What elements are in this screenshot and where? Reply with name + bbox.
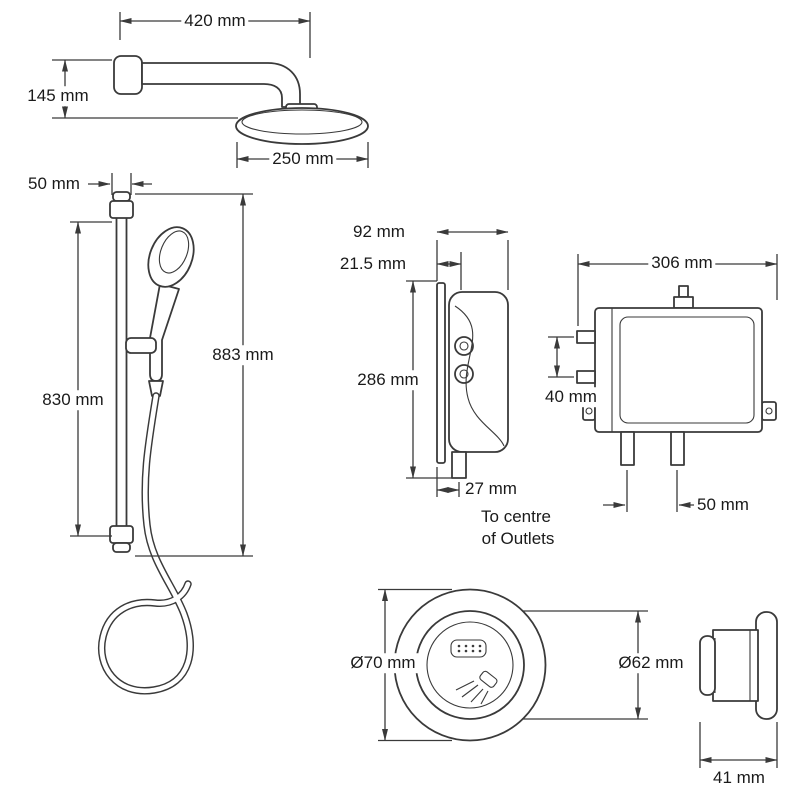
control-unit-drawing — [436, 282, 509, 479]
dim-rail-length-lines — [70, 221, 112, 537]
dim-rail-length-label: 830 mm — [39, 390, 107, 410]
dim-dial-depth-label: 41 mm — [710, 768, 768, 788]
outlet-note-line1: To centre — [478, 507, 554, 527]
slide-rail-view — [70, 173, 253, 695]
dim-bracket-offset-lines — [88, 173, 152, 195]
dim-outlet-spacing-label: 50 mm — [694, 495, 752, 515]
overhead-shower-view — [52, 12, 369, 168]
dim-unit-depth-offset-lines — [436, 252, 462, 290]
dim-arm-length-label: 420 mm — [181, 11, 249, 31]
dim-dial-outer-label: Ø70 mm — [347, 653, 419, 673]
dim-unit-width-label: 92 mm — [350, 222, 408, 242]
control-unit-view — [406, 229, 509, 497]
dim-overall-height-lines — [135, 193, 253, 557]
shower-arm-drawing — [113, 55, 318, 115]
rail-drawing — [109, 191, 134, 553]
dim-outlet-offset-label: 27 mm — [462, 479, 520, 499]
dim-inlet-spacing-label: 40 mm — [542, 387, 600, 407]
mixer-valve-drawing — [576, 285, 777, 466]
dim-bracket-offset-label: 50 mm — [25, 174, 83, 194]
shower-head-drawing — [235, 107, 369, 145]
dim-inlet-spacing-lines — [548, 336, 574, 378]
dim-valve-width-label: 306 mm — [648, 253, 716, 273]
mixer-valve-view — [548, 254, 778, 512]
handspray-icon — [455, 670, 498, 705]
dim-arm-drop-label: 145 mm — [24, 86, 92, 106]
dim-overall-height-label: 883 mm — [209, 345, 277, 365]
dim-dial-inner-label: Ø62 mm — [615, 653, 687, 673]
rain-spray-icon — [450, 639, 487, 658]
dim-head-diameter-label: 250 mm — [269, 149, 337, 169]
dim-unit-depth-label: 21.5 mm — [336, 254, 410, 274]
handset-drawing — [125, 226, 195, 397]
dim-outlet-offset-lines — [436, 467, 460, 497]
dim-unit-height-label: 286 mm — [354, 370, 422, 390]
hose-drawing — [98, 392, 194, 695]
remote-dial-side-view — [699, 611, 778, 768]
outlet-note-line2: of Outlets — [478, 529, 558, 549]
dim-dial-depth-lines — [699, 722, 778, 768]
dim-unit-width-lines — [436, 229, 509, 290]
dim-outlet-spacing-lines — [603, 470, 701, 512]
